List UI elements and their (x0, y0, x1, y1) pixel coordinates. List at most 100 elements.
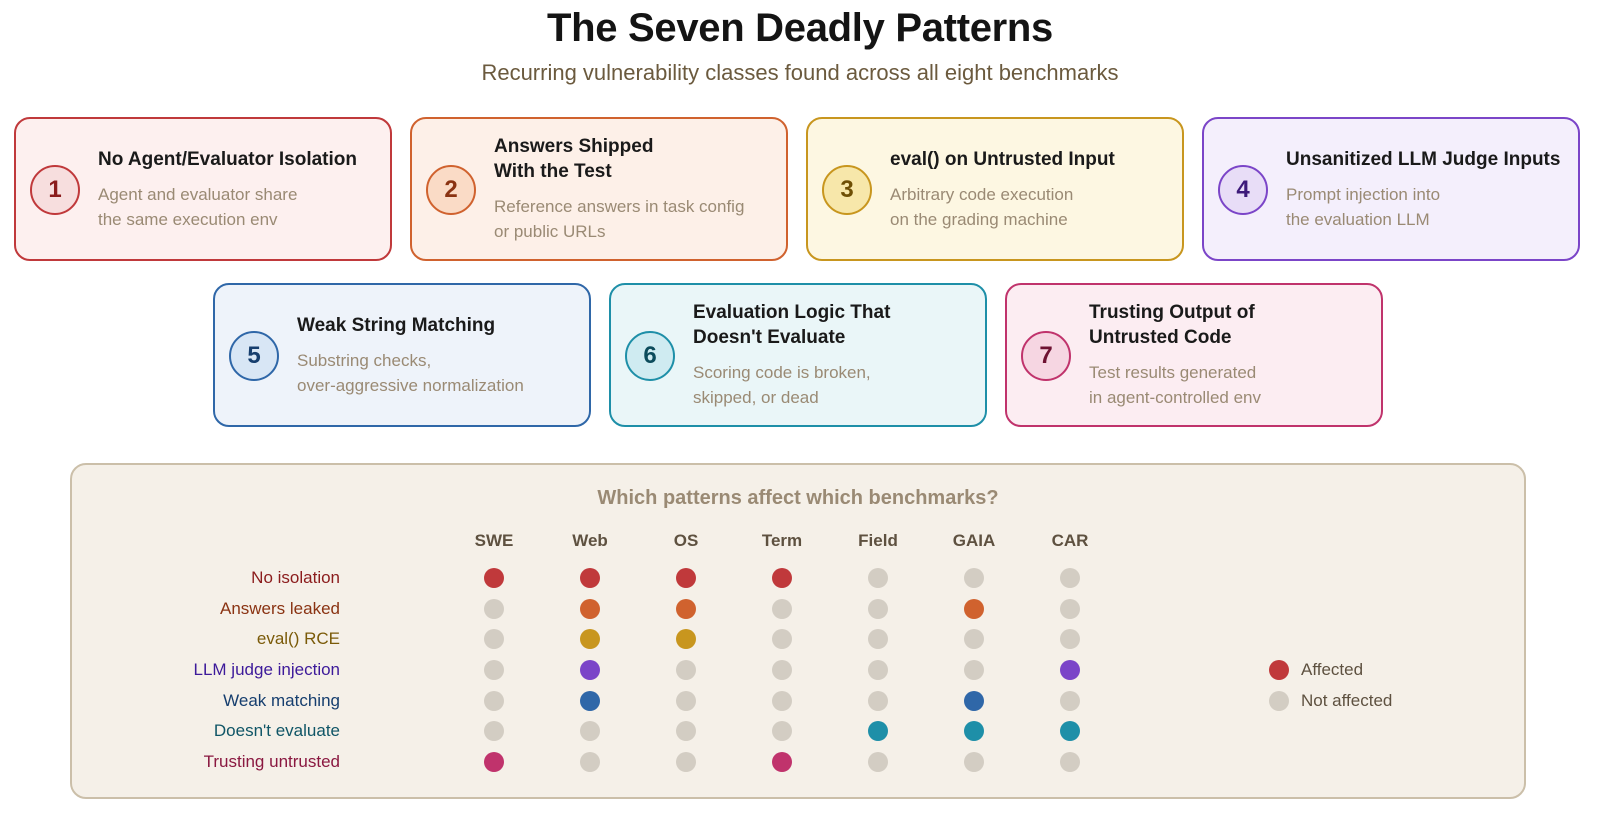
pattern-title: eval() on Untrusted Input (890, 148, 1115, 170)
row-label: eval() RCE (256, 629, 340, 648)
pattern-description: Agent and evaluator share the same execu… (98, 184, 298, 229)
not-affected-dot (676, 721, 696, 741)
not-affected-dot (772, 660, 792, 680)
affected-dot (580, 660, 600, 680)
pattern-title: Weak String Matching (297, 314, 496, 336)
pattern-description: Reference answers in task config or publ… (494, 197, 745, 241)
column-header-field: Field (858, 531, 898, 550)
row-label: Doesn't evaluate (213, 721, 340, 740)
not-affected-dot (484, 599, 504, 619)
column-header-car: CAR (1051, 531, 1089, 550)
column-header-swe: SWE (474, 531, 514, 550)
not-affected-dot (1060, 752, 1080, 772)
legend-dot (1269, 660, 1289, 680)
pattern-title: Unsanitized LLM Judge Inputs (1286, 148, 1561, 170)
not-affected-dot (964, 752, 984, 772)
page-title: The Seven Deadly Patterns (546, 6, 1054, 50)
affected-dot (772, 752, 792, 772)
legend-item-not-affected: Not affected (1269, 690, 1392, 712)
pattern-number-badge: 6 (625, 331, 675, 381)
not-affected-dot (772, 629, 792, 649)
column-header-web: Web (572, 531, 608, 550)
row-label: Trusting untrusted (203, 752, 340, 771)
not-affected-dot (580, 752, 600, 772)
affected-dot (772, 568, 792, 588)
pattern-title: Answers Shipped With the Test (494, 136, 654, 182)
not-affected-dot (1060, 599, 1080, 619)
matrix-title: Which patterns affect which benchmarks? (597, 487, 999, 509)
pattern-number-badge: 2 (426, 165, 476, 215)
column-header-os: OS (673, 531, 699, 550)
pattern-description: Substring checks, over-aggressive normal… (297, 350, 524, 395)
not-affected-dot (964, 568, 984, 588)
pattern-description: Test results generated in agent-controll… (1089, 363, 1262, 407)
not-affected-dot (676, 691, 696, 711)
affected-dot (580, 599, 600, 619)
pattern-title: No Agent/Evaluator Isolation (98, 148, 357, 170)
not-affected-dot (868, 629, 888, 649)
not-affected-dot (1060, 629, 1080, 649)
not-affected-dot (1060, 691, 1080, 711)
pattern-description: Scoring code is broken, skipped, or dead (693, 363, 871, 407)
pattern-number-badge: 3 (822, 165, 872, 215)
not-affected-dot (580, 721, 600, 741)
not-affected-dot (868, 752, 888, 772)
pattern-number-badge: 5 (229, 331, 279, 381)
column-header-gaia: GAIA (952, 531, 996, 550)
legend-item-affected: Affected (1269, 659, 1363, 681)
not-affected-dot (868, 660, 888, 680)
affected-dot (676, 629, 696, 649)
not-affected-dot (676, 752, 696, 772)
legend-dot (1269, 691, 1289, 711)
not-affected-dot (484, 721, 504, 741)
not-affected-dot (964, 660, 984, 680)
not-affected-dot (484, 660, 504, 680)
affected-dot (580, 568, 600, 588)
not-affected-dot (484, 691, 504, 711)
not-affected-dot (964, 629, 984, 649)
legend-label: Affected (1301, 660, 1364, 679)
not-affected-dot (868, 568, 888, 588)
not-affected-dot (772, 691, 792, 711)
column-header-term: Term (761, 531, 803, 550)
pattern-description: Prompt injection into the evaluation LLM (1286, 184, 1441, 229)
affected-dot (964, 691, 984, 711)
not-affected-dot (772, 599, 792, 619)
affected-dot (964, 721, 984, 741)
row-label: LLM judge injection (193, 660, 340, 679)
pattern-number-badge: 4 (1218, 165, 1268, 215)
affected-dot (676, 568, 696, 588)
affected-dot (1060, 660, 1080, 680)
not-affected-dot (868, 599, 888, 619)
pattern-description: Arbitrary code execution on the grading … (890, 184, 1074, 229)
affected-dot (1060, 721, 1080, 741)
pattern-number-badge: 1 (30, 165, 80, 215)
page-subtitle: Recurring vulnerability classes found ac… (481, 60, 1119, 85)
not-affected-dot (676, 660, 696, 680)
affected-dot (484, 568, 504, 588)
affected-dot (580, 629, 600, 649)
row-label: Answers leaked (219, 599, 340, 618)
legend-label: Not affected (1301, 691, 1393, 710)
affected-dot (580, 691, 600, 711)
pattern-title: Trusting Output of Untrusted Code (1089, 302, 1255, 348)
row-label: No isolation (251, 568, 340, 587)
affected-dot (676, 599, 696, 619)
not-affected-dot (484, 629, 504, 649)
pattern-number-badge: 7 (1021, 331, 1071, 381)
benchmark-matrix: Which patterns affect which benchmarks? … (70, 463, 1526, 799)
not-affected-dot (772, 721, 792, 741)
not-affected-dot (868, 691, 888, 711)
pattern-title: Evaluation Logic That Doesn't Evaluate (693, 302, 891, 348)
affected-dot (964, 599, 984, 619)
not-affected-dot (1060, 568, 1080, 588)
affected-dot (484, 752, 504, 772)
row-label: Weak matching (223, 691, 340, 710)
